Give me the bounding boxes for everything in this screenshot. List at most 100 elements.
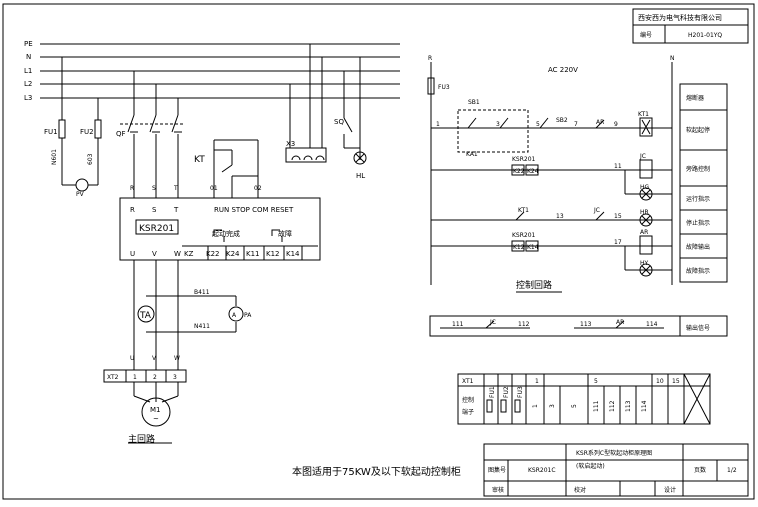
ksr201b-label: KSR201 (512, 232, 536, 239)
col-3: 3 (549, 404, 556, 408)
jc-coil-label: JC (639, 153, 646, 160)
b411-label: B411 (194, 289, 210, 296)
number-value: H201-01YQ (688, 32, 722, 39)
ta-label: TA (139, 311, 152, 321)
k22-ctrl: K22 (513, 168, 525, 175)
terminal-02: 02 (254, 185, 262, 192)
col-111: 111 (593, 400, 600, 412)
wire-3: 3 (496, 121, 500, 128)
col-fu2: FU2 (503, 386, 510, 398)
rst-top-s: S (152, 185, 156, 192)
fu1-label: FU1 (44, 128, 58, 136)
out-wire-114: 114 (646, 321, 658, 328)
top-mark-10: 10 (656, 378, 664, 385)
title-block-bottom (483, 443, 749, 497)
main-circuit-title: 主回路 (128, 433, 155, 445)
run-stop-label: RUN STOP COM RESET (214, 206, 294, 214)
k12-ctrl: K12 (513, 244, 525, 251)
ksr201-block (119, 197, 321, 261)
rst-top-t: T (173, 185, 178, 192)
review-label: 审核 (492, 486, 504, 494)
out-v: V (152, 250, 157, 258)
company-name: 西安西为电气科技有限公司 (638, 13, 722, 22)
wire-5: 5 (536, 121, 540, 128)
cable-v: V (152, 355, 157, 362)
hr-label: HR (640, 209, 649, 216)
xt2-3: 3 (173, 374, 177, 381)
cable-w: W (174, 355, 180, 362)
wire-9: 9 (614, 121, 618, 128)
col-1: 1 (532, 404, 539, 408)
control-circuit-title: 控制回路 (516, 279, 552, 291)
rst-s: S (152, 206, 157, 214)
wire-11: 11 (614, 163, 622, 170)
output-signal-label: 输出信号 (686, 324, 710, 332)
hl-label: HL (356, 172, 365, 180)
out-wire-112: 112 (518, 321, 530, 328)
check-label: 校对 (574, 486, 586, 494)
wire-1: 1 (436, 121, 440, 128)
ksr201a-label: KSR201 (512, 156, 536, 163)
n411-label: N411 (194, 323, 210, 330)
xt1-header: XT1 (462, 378, 474, 385)
bus-l1: L1 (24, 67, 32, 75)
atlas-label: 图集号 (488, 466, 506, 474)
kt1b-label: KT1 (518, 207, 529, 214)
ctrl-n: N (670, 55, 675, 62)
sb1-label: SB1 (468, 99, 480, 106)
function-1: 软起起停 (686, 126, 710, 134)
ar-label: AR (596, 119, 604, 126)
sq-label: SQ (334, 118, 344, 126)
drawing-name: KSR系列C型软起动柜原理图 (576, 449, 652, 457)
k12-label: K12 (266, 250, 280, 258)
k24-ctrl: K24 (527, 168, 539, 175)
terminal-row-label-2: 端子 (462, 408, 474, 416)
k14-label: K14 (286, 250, 300, 258)
k24-label: K24 (226, 250, 240, 258)
out-wire-111: 111 (452, 321, 464, 328)
kt-label: KT (194, 155, 205, 165)
kz-label: KZ (184, 250, 194, 258)
started-label: 起动完成 (212, 229, 240, 238)
top-mark-15: 15 (672, 378, 680, 385)
k14-ctrl: K14 (527, 244, 539, 251)
fu2-label: FU2 (80, 128, 94, 136)
function-0: 熔断器 (686, 94, 704, 102)
function-5: 故障输出 (686, 243, 710, 251)
wire-7: 7 (574, 121, 578, 128)
bus-l2: L2 (24, 80, 32, 88)
atlas-value: KSR201C (528, 467, 556, 474)
hy-label: HY (640, 260, 649, 267)
function-6: 故障指示 (686, 267, 710, 275)
fu3-label: FU3 (438, 84, 450, 91)
fault-label: 故障 (278, 229, 292, 238)
n601-label: N601 (51, 149, 58, 165)
k22-label: K22 (206, 250, 220, 258)
pv-label: PV (76, 191, 85, 198)
jc2-label: JC (593, 207, 600, 214)
out-w: W (174, 250, 181, 258)
function-4: 停止指示 (686, 219, 710, 227)
caption: 本图适用于75KW及以下软起动控制柜 (292, 465, 461, 478)
x3-label: X3 (286, 140, 295, 148)
drawing-sub: (软启起动) (576, 462, 605, 470)
col-112: 112 (609, 400, 616, 412)
xt2-2: 2 (153, 374, 157, 381)
pa-symbol: A (232, 312, 237, 319)
terminal-01: 01 (210, 185, 218, 192)
wire-17: 17 (614, 239, 622, 246)
col-5: 5 (571, 404, 578, 408)
xt2-1: 1 (133, 374, 137, 381)
top-mark-1: 1 (535, 378, 539, 385)
ac-label: AC 220V (548, 66, 578, 74)
pa-label: PA (244, 312, 252, 319)
rst-t: T (173, 206, 179, 214)
motor-label: M1 (150, 406, 161, 414)
xt2-label: XT2 (107, 374, 119, 381)
page-value: 1/2 (727, 467, 737, 474)
n603-label: 603 (87, 153, 94, 165)
col-fu3: FU3 (517, 386, 524, 398)
page-label: 页数 (694, 466, 706, 474)
